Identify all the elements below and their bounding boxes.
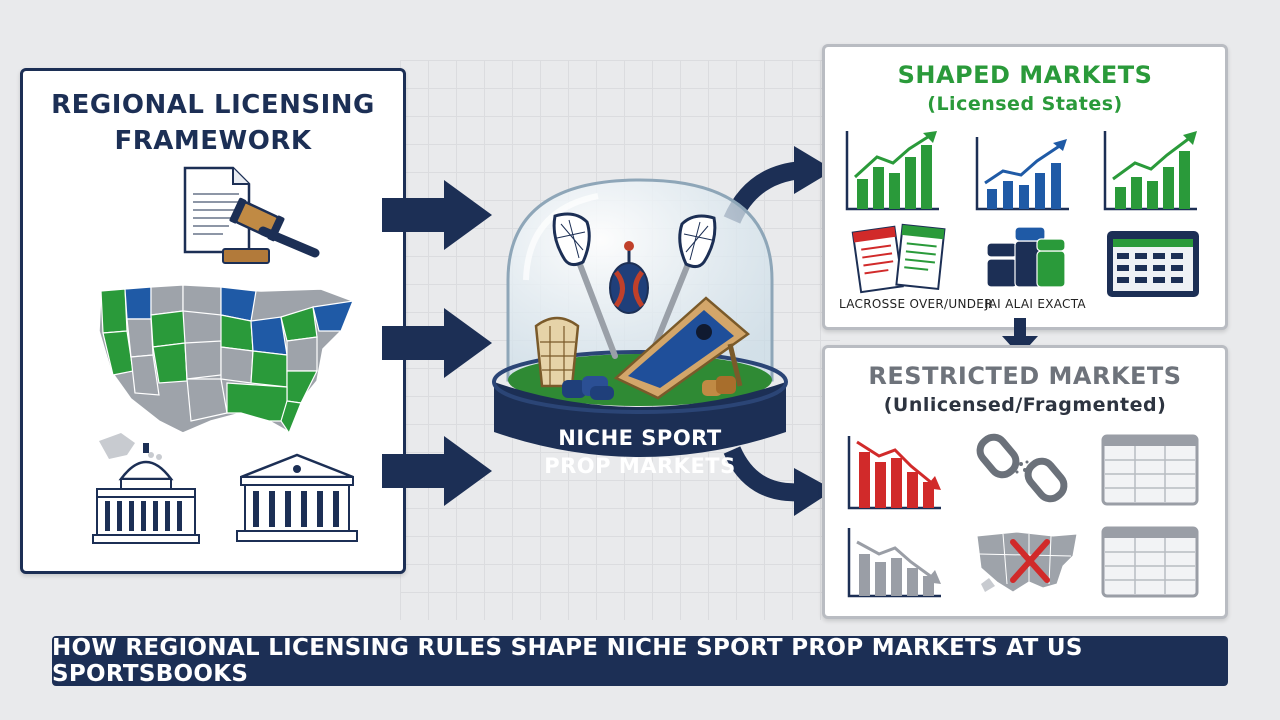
growth-chart-icon <box>975 137 1069 211</box>
bean-bags-icon <box>562 376 614 400</box>
cornhole-board-icon <box>613 296 751 400</box>
us-map-icon <box>98 284 354 460</box>
regional-licensing-title: REGIONAL LICENSING FRAMEWORK <box>43 87 383 159</box>
curved-arrow-down-icon <box>723 446 834 516</box>
bottom-banner: HOW REGIONAL LICENSING RULES SHAPE NICHE… <box>52 635 1228 687</box>
title-line-1: REGIONAL LICENSING <box>51 90 375 120</box>
betting-chips-icon <box>986 226 1066 288</box>
shaped-markets-title: SHAPED MARKETS <box>897 61 1153 89</box>
niche-sport-label: NICHE SPORT PROP MARKETS <box>498 424 782 480</box>
restricted-markets-title: RESTRICTED MARKETS <box>868 362 1182 390</box>
decline-chart-icon <box>847 436 941 510</box>
restricted-markets-subtitle: (Unlicensed/Fragmented) <box>883 394 1167 416</box>
restricted-markets-panel: RESTRICTED MARKETS (Unlicensed/Fragmente… <box>822 345 1228 619</box>
table-grey-icon <box>1101 526 1199 598</box>
arrow-down-icon <box>1002 318 1038 356</box>
broken-chain-icon <box>976 433 1068 503</box>
regional-licensing-panel: REGIONAL LICENSING FRAMEWORK <box>20 68 406 574</box>
shaped-markets-panel: SHAPED MARKETS (Licensed States) LACROSS… <box>822 44 1228 330</box>
restricted-map-icon <box>976 531 1078 593</box>
arrow-right-icon <box>382 308 492 378</box>
growth-chart-icon <box>1103 131 1197 211</box>
bean-bags-icon <box>702 376 736 396</box>
lacrosse-over-under-label: LACROSSE OVER/UNDER <box>839 297 993 311</box>
courthouse-icon <box>236 453 358 542</box>
gavel-icon <box>222 197 320 264</box>
arrow-right-icon <box>382 436 492 506</box>
jai-alai-cesta-icon <box>534 316 580 388</box>
dome-label-line-2: PROP MARKETS <box>544 454 736 478</box>
decline-chart-icon <box>847 528 941 598</box>
banner-text: HOW REGIONAL LICENSING RULES SHAPE NICHE… <box>52 635 1083 687</box>
odds-board-icon <box>1107 231 1199 297</box>
shaped-markets-subtitle: (Licensed States) <box>927 93 1123 115</box>
growth-chart-icon <box>845 131 939 211</box>
capitol-building-icon <box>92 443 200 544</box>
lacrosse-stick-icon <box>552 212 618 359</box>
betting-slip-icon <box>851 223 946 294</box>
dome-label-line-1: NICHE SPORT <box>558 426 722 450</box>
title-line-2: FRAMEWORK <box>114 126 312 156</box>
jai-alai-exacta-label: JAI ALAI EXACTA <box>985 297 1086 311</box>
arrow-right-icon <box>382 180 492 250</box>
jai-alai-ball-icon <box>609 241 649 314</box>
table-grey-icon <box>1101 434 1199 506</box>
